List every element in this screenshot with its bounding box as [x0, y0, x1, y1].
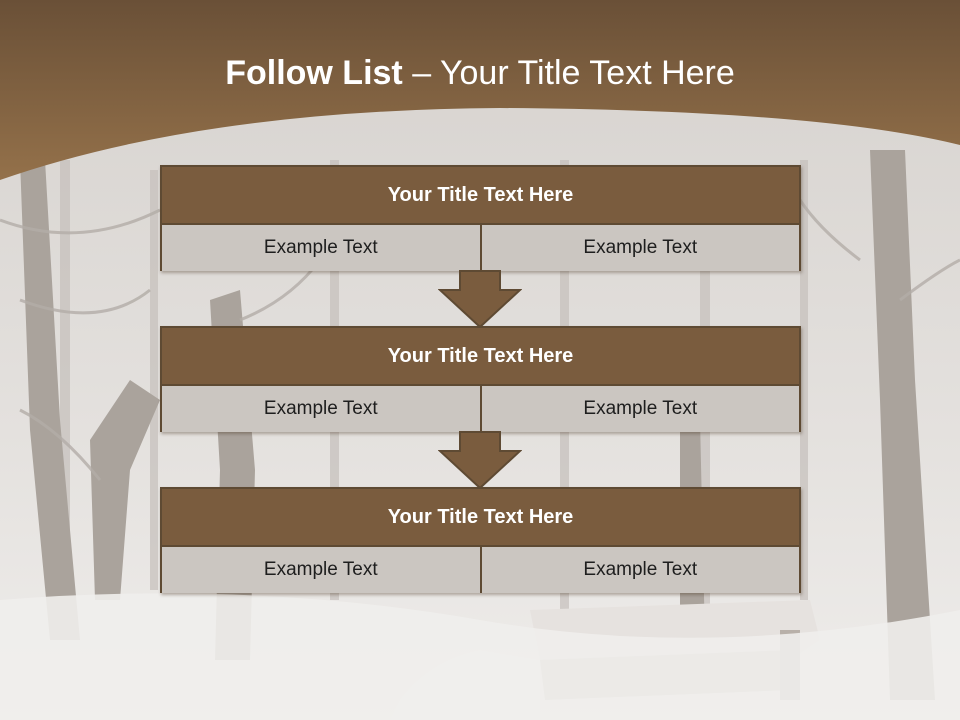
follow-block-1: Your Title Text Here Example Text Exampl…: [160, 165, 801, 271]
title-rest: – Your Title Text Here: [402, 54, 735, 92]
block-row: Example Text Example Text: [162, 547, 799, 593]
slide-title: Follow List – Your Title Text Here: [0, 54, 960, 93]
block-row: Example Text Example Text: [162, 386, 799, 432]
block-cell-right: Example Text: [479, 547, 799, 593]
block-cell-left: Example Text: [162, 386, 480, 432]
block-title: Your Title Text Here: [162, 328, 799, 386]
header-band: [0, 0, 960, 180]
follow-block-2: Your Title Text Here Example Text Exampl…: [160, 326, 801, 432]
block-cell-right: Example Text: [479, 225, 799, 271]
block-title: Your Title Text Here: [162, 167, 799, 225]
block-row: Example Text Example Text: [162, 225, 799, 271]
block-cell-left: Example Text: [162, 547, 480, 593]
block-cell-left: Example Text: [162, 225, 480, 271]
down-arrow-icon: [438, 431, 522, 489]
block-title: Your Title Text Here: [162, 489, 799, 547]
title-bold: Follow List: [225, 54, 403, 92]
block-cell-right: Example Text: [479, 386, 799, 432]
down-arrow-icon: [438, 270, 522, 328]
follow-block-3: Your Title Text Here Example Text Exampl…: [160, 487, 801, 593]
